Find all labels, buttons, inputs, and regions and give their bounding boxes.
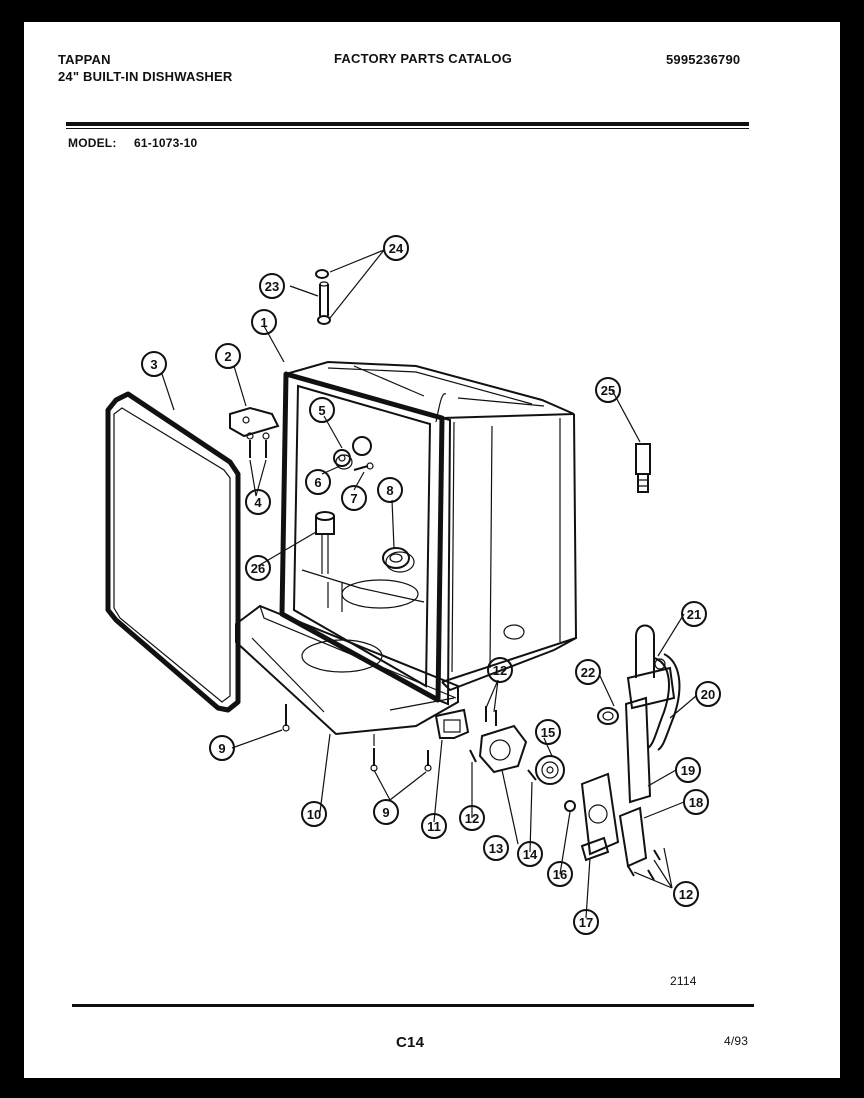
svg-text:12: 12 xyxy=(465,811,479,826)
svg-text:15: 15 xyxy=(541,725,555,740)
screws-12 xyxy=(469,706,661,881)
callout-14: 14 xyxy=(517,841,543,867)
catalog-page: TAPPAN 24" BUILT-IN DISHWASHER FACTORY P… xyxy=(24,22,840,1078)
bolt-7 xyxy=(353,462,374,471)
leader-lines xyxy=(161,249,697,919)
screws-4 xyxy=(246,432,270,458)
callout-12-right: 12 xyxy=(673,881,699,907)
callout-22: 22 xyxy=(575,659,601,685)
callout-5: 5 xyxy=(309,397,335,423)
callout-19: 19 xyxy=(675,757,701,783)
callout-20: 20 xyxy=(695,681,721,707)
diagram-number: 2114 xyxy=(670,974,697,988)
svg-text:22: 22 xyxy=(581,665,595,680)
impeller-15 xyxy=(535,755,565,785)
svg-text:4: 4 xyxy=(254,495,262,510)
ring-22 xyxy=(597,707,619,725)
svg-text:9: 9 xyxy=(382,805,389,820)
callout-18: 18 xyxy=(683,789,709,815)
callout-11: 11 xyxy=(421,813,447,839)
svg-text:7: 7 xyxy=(350,491,357,506)
callout-12-center: 12 xyxy=(459,805,485,831)
svg-text:12: 12 xyxy=(679,887,693,902)
product-title: 24" BUILT-IN DISHWASHER xyxy=(58,69,233,84)
catalog-number: 5995236790 xyxy=(666,52,741,67)
seal-16 xyxy=(564,800,576,812)
svg-text:5: 5 xyxy=(318,403,325,418)
tube-19 xyxy=(624,696,652,804)
svg-text:24: 24 xyxy=(389,241,404,256)
brand-name: TAPPAN xyxy=(58,52,111,67)
svg-text:14: 14 xyxy=(523,847,538,862)
svg-text:16: 16 xyxy=(553,867,567,882)
callout-1: 1 xyxy=(251,309,277,335)
exploded-parts-diagram: 1 2 3 4 5 6 7 8 26 23 24 25 21 22 20 19 … xyxy=(105,235,721,935)
callout-8: 8 xyxy=(377,477,403,503)
callout-23: 23 xyxy=(259,273,285,299)
callout-15: 15 xyxy=(535,719,561,745)
svg-text:12: 12 xyxy=(493,663,507,678)
svg-text:25: 25 xyxy=(601,383,615,398)
callout-13: 13 xyxy=(483,835,509,861)
bracket-18 xyxy=(618,806,648,868)
callout-17: 17 xyxy=(573,909,599,935)
page-number: C14 xyxy=(396,1034,425,1051)
outer-door xyxy=(235,604,459,736)
hinge-bracket xyxy=(229,406,280,438)
tub-assembly xyxy=(279,360,578,706)
hose-20 xyxy=(647,653,681,751)
svg-text:21: 21 xyxy=(687,607,701,622)
callout-10: 10 xyxy=(301,801,327,827)
nut-6 xyxy=(333,449,351,467)
fill-funnel-8 xyxy=(382,547,410,569)
callout-9-left: 9 xyxy=(209,735,235,761)
svg-text:13: 13 xyxy=(489,841,503,856)
clamps-24 xyxy=(315,269,331,325)
callout-9-lower: 9 xyxy=(373,799,399,825)
hose-23 xyxy=(319,281,329,316)
callout-26: 26 xyxy=(245,555,271,581)
svg-text:3: 3 xyxy=(150,357,157,372)
svg-text:26: 26 xyxy=(251,561,265,576)
callout-2: 2 xyxy=(215,343,241,369)
svg-text:8: 8 xyxy=(386,483,393,498)
valve-25 xyxy=(635,443,651,493)
svg-text:20: 20 xyxy=(701,687,715,702)
svg-text:19: 19 xyxy=(681,763,695,778)
motor-housing-13 xyxy=(478,724,528,774)
svg-text:18: 18 xyxy=(689,795,703,810)
footer-rule xyxy=(72,1004,754,1007)
callout-16: 16 xyxy=(547,861,573,887)
svg-text:1: 1 xyxy=(260,315,267,330)
callout-7: 7 xyxy=(341,485,367,511)
header-rule-thin xyxy=(66,128,749,129)
svg-text:23: 23 xyxy=(265,279,279,294)
model-number: 61-1073-10 xyxy=(134,136,198,150)
svg-text:17: 17 xyxy=(579,915,593,930)
mounting-plate-17 xyxy=(580,772,620,862)
callout-25: 25 xyxy=(595,377,621,403)
door-gasket xyxy=(105,391,241,713)
svg-text:11: 11 xyxy=(427,819,441,834)
svg-text:6: 6 xyxy=(314,475,321,490)
callout-12-top: 12 xyxy=(487,657,513,683)
callout-6: 6 xyxy=(305,469,331,495)
callout-3: 3 xyxy=(141,351,167,377)
header-rule-thick xyxy=(66,122,749,126)
hook-21 xyxy=(626,624,676,710)
bracket-11 xyxy=(434,708,470,739)
svg-text:10: 10 xyxy=(307,807,321,822)
svg-text:9: 9 xyxy=(218,741,225,756)
screw-9-left xyxy=(282,704,290,732)
vent-26 xyxy=(315,511,335,574)
screw-14 xyxy=(527,769,537,781)
screws-9-lower xyxy=(370,748,432,772)
svg-text:2: 2 xyxy=(224,349,231,364)
callout-4: 4 xyxy=(245,489,271,515)
callout-24: 24 xyxy=(383,235,409,261)
callout-21: 21 xyxy=(681,601,707,627)
catalog-title: FACTORY PARTS CATALOG xyxy=(334,51,513,66)
revision-date: 4/93 xyxy=(724,1034,749,1048)
model-label: MODEL: xyxy=(68,136,117,150)
